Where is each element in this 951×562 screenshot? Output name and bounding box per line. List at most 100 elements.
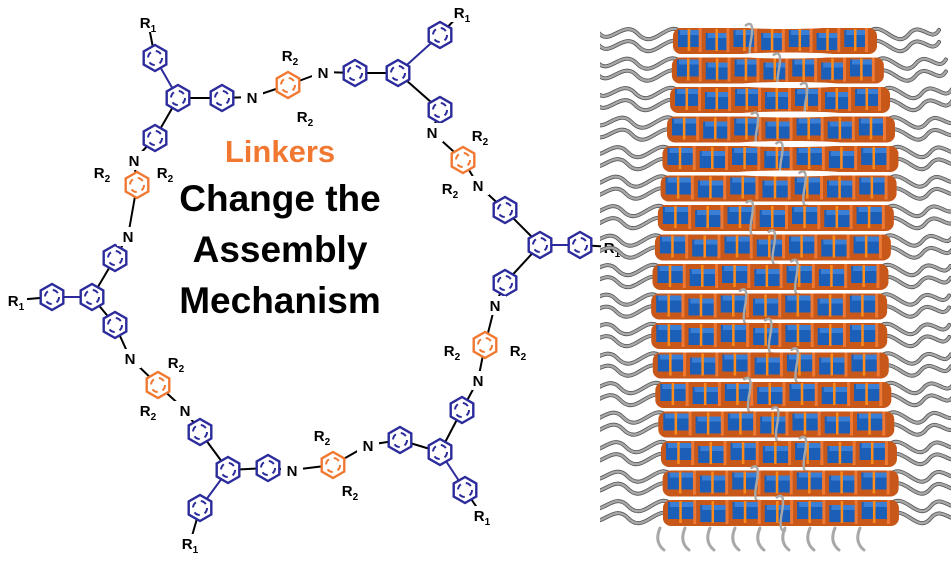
linker-strip — [782, 234, 786, 259]
linker-strip — [820, 441, 824, 465]
imine-n-label: N — [123, 229, 134, 246]
side-chain — [706, 526, 716, 552]
linker-strip — [790, 500, 794, 524]
side-chain — [831, 526, 841, 552]
linker-strip — [715, 352, 719, 377]
linker-strip — [758, 116, 762, 141]
stack-layer — [600, 258, 951, 296]
pore-gap — [734, 52, 841, 59]
linker-strip — [814, 57, 818, 82]
headline-linkers: Linkers — [224, 134, 336, 169]
linker-strip — [809, 28, 813, 52]
aryl-ring — [427, 437, 453, 467]
imine-n-label: N — [490, 298, 501, 315]
bonds — [15, 11, 613, 544]
linker-strip — [725, 470, 729, 495]
linker-strip — [787, 175, 791, 200]
linker-strip — [850, 411, 854, 436]
terminal-aryl-ring — [567, 230, 593, 260]
linker-strip — [692, 470, 696, 495]
linker-strip — [681, 293, 685, 318]
linker-strip — [811, 264, 815, 288]
imine-n-label: N — [129, 153, 140, 170]
linker-strip — [746, 323, 750, 347]
headline-line-3: Mechanism — [179, 280, 381, 321]
linker-strip — [757, 146, 761, 170]
linker-strip — [842, 323, 846, 347]
linker-strip — [814, 382, 818, 406]
pore-gap — [733, 111, 848, 118]
side-chain — [879, 392, 951, 408]
linker-strip — [779, 264, 783, 288]
r2-label: R2 — [157, 165, 174, 185]
linker-strip — [789, 470, 793, 495]
aryl-ring — [102, 310, 128, 340]
linker-strip — [717, 234, 721, 259]
linker-strip — [715, 264, 719, 288]
linker-strip — [788, 87, 792, 111]
linker-strip — [871, 57, 875, 82]
linker-strip — [690, 175, 694, 200]
imine-n-label: N — [473, 373, 484, 390]
linker-strip — [757, 500, 761, 524]
stack-layer — [600, 435, 951, 473]
linker-strip — [818, 87, 822, 111]
linker-strip — [753, 411, 757, 436]
r2-label: R2 — [140, 403, 157, 423]
linker-strip — [688, 205, 692, 229]
linker-strip — [812, 352, 816, 377]
linker-strip — [788, 441, 792, 465]
linker-strip — [692, 146, 696, 170]
linker-strip — [757, 470, 761, 495]
linker-strip — [698, 28, 702, 52]
linker-strip — [817, 411, 821, 436]
terminal-aryl-ring — [427, 20, 453, 50]
linker-ring — [472, 330, 498, 360]
r2-label: R2 — [168, 355, 185, 375]
imine-n-label: N — [247, 90, 258, 107]
aryl-ring — [102, 243, 128, 273]
stack-layer — [600, 406, 951, 444]
linker-strip — [728, 87, 732, 111]
linker-strip — [750, 382, 754, 406]
side-chain — [781, 526, 791, 552]
stack-layer — [600, 22, 941, 60]
imine-n-label: N — [180, 403, 191, 420]
linker-strip — [785, 57, 789, 82]
r1-label: R1 — [182, 536, 199, 556]
stack-layer — [600, 170, 951, 208]
linker-strip — [882, 116, 886, 141]
r2-label: R2 — [297, 109, 314, 129]
linker-strip — [789, 116, 793, 141]
r2-label: R2 — [444, 343, 461, 363]
terminal-aryl-ring — [452, 475, 478, 505]
linker-strip — [723, 175, 727, 200]
r1-label: R1 — [140, 15, 157, 35]
aryl-ring — [387, 425, 413, 455]
stack-layer — [600, 317, 951, 355]
aryl-ring — [449, 395, 475, 425]
linker-strip — [822, 470, 826, 495]
stack-layer — [600, 52, 948, 90]
stack-layer — [600, 376, 951, 414]
aryl-ring — [165, 83, 191, 113]
linker-strip — [781, 28, 785, 52]
linker-strip — [814, 234, 818, 259]
linker-strip — [844, 264, 848, 288]
aryl-ring — [492, 195, 518, 225]
r1-label: R1 — [8, 293, 25, 313]
linker-strip — [683, 352, 687, 377]
linker-strip — [842, 293, 846, 318]
terminal-aryl-ring — [187, 493, 213, 523]
linker-strip — [820, 175, 824, 200]
stack-layer — [600, 465, 951, 503]
linker-strip — [865, 28, 868, 52]
pore-gap — [735, 82, 846, 88]
stack-layer — [600, 199, 951, 237]
terminal-aryl-ring — [39, 282, 65, 312]
linker-strip — [876, 264, 880, 288]
linker-strip — [779, 352, 783, 377]
linker-strip — [755, 441, 759, 465]
stack-layer — [600, 229, 951, 267]
side-chain — [856, 526, 866, 552]
